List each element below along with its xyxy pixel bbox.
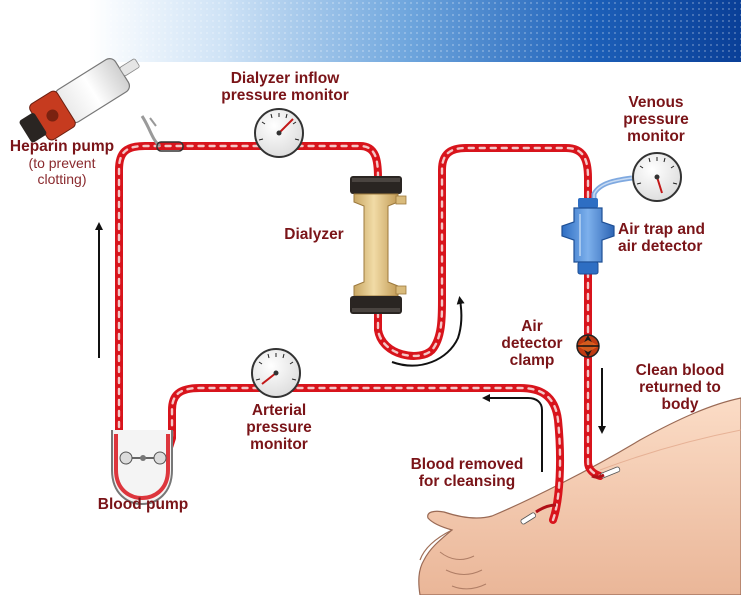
blood-removed-line-2: for cleansing xyxy=(418,473,516,490)
label-heparin-pump: Heparin pump (to prevent clotting) xyxy=(2,138,122,187)
arm-icon xyxy=(418,397,741,595)
clamp-icon xyxy=(576,334,600,358)
venous-line-2: pressure xyxy=(623,111,689,128)
blood-pump-title: Blood pump xyxy=(97,496,189,513)
heparin-pump-note-1: (to prevent xyxy=(28,155,96,171)
dialyzer-icon xyxy=(350,176,407,314)
gauge-icon-dialyzer-inflow xyxy=(254,108,304,158)
dialyzer-inflow-line-1: Dialyzer inflow xyxy=(230,70,340,87)
label-blood-pump: Blood pump xyxy=(88,496,198,513)
label-air-trap: Air trap and air detector xyxy=(618,221,736,255)
dialyzer-title: Dialyzer xyxy=(284,226,344,243)
blood-pump-icon xyxy=(111,430,173,506)
air-clamp-line-2: detector xyxy=(501,335,563,352)
venous-line-3: monitor xyxy=(627,128,685,145)
air-clamp-line-3: clamp xyxy=(509,352,555,369)
clean-blood-line-3: body xyxy=(661,396,699,413)
arterial-line-3: monitor xyxy=(250,436,308,453)
label-blood-removed: Blood removed for cleansing xyxy=(402,456,532,490)
clean-blood-line-1: Clean blood xyxy=(635,362,725,379)
header-banner xyxy=(0,0,741,62)
air-clamp-line-1: Air xyxy=(521,318,543,335)
gauge-icon-arterial xyxy=(251,348,301,398)
label-air-detector-clamp: Air detector clamp xyxy=(492,318,572,369)
label-venous-monitor: Venous pressure monitor xyxy=(610,94,702,145)
header-banner-texture xyxy=(0,0,741,62)
needle-venous xyxy=(591,466,621,479)
label-dialyzer-inflow: Dialyzer inflow pressure monitor xyxy=(210,70,360,104)
syringe-icon xyxy=(19,58,184,152)
air-trap-line-1: Air trap and xyxy=(618,221,705,238)
blood-removed-line-1: Blood removed xyxy=(410,456,524,473)
arterial-line-1: Arterial xyxy=(251,402,307,419)
gauge-icon-venous xyxy=(591,152,682,206)
flow-arrow-icon xyxy=(95,222,606,472)
heparin-pump-title: Heparin pump xyxy=(9,138,115,155)
needle-arterial xyxy=(520,503,557,525)
arterial-line-2: pressure xyxy=(246,419,312,436)
label-dialyzer: Dialyzer xyxy=(274,226,354,243)
tubing xyxy=(115,142,604,524)
air-trap-line-2: air detector xyxy=(618,238,703,255)
clean-blood-line-2: returned to xyxy=(639,379,721,396)
venous-line-1: Venous xyxy=(628,94,684,111)
dialyzer-inflow-line-2: pressure monitor xyxy=(221,87,349,104)
heparin-pump-note-2: clotting) xyxy=(37,171,87,187)
label-clean-blood: Clean blood returned to body xyxy=(624,362,736,413)
air-trap-icon xyxy=(561,198,615,275)
label-arterial-monitor: Arterial pressure monitor xyxy=(236,402,322,453)
